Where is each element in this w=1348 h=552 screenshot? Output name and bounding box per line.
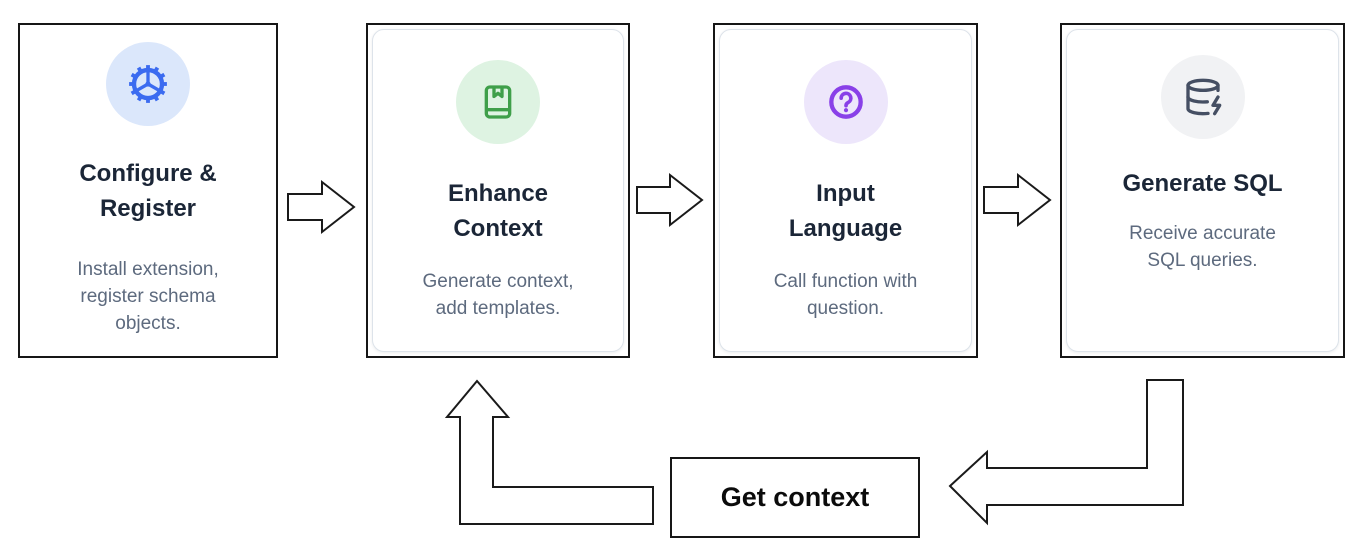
flow-arrow-right-2	[636, 172, 704, 228]
database-icon-circle	[1160, 55, 1245, 139]
step-card-generate-sql: Generate SQL Receive accurate SQL querie…	[1060, 23, 1345, 358]
step-title: Input Language	[788, 180, 903, 242]
step-description: Install extension, register schema objec…	[77, 259, 219, 334]
flow-arrow-right-3	[983, 172, 1052, 228]
book-bookmark-icon	[484, 85, 512, 119]
step-card-configure-register: Configure & Register Install extension, …	[18, 23, 278, 358]
step-card-input-language: Input Language Call function with questi…	[713, 23, 978, 358]
step-title: Configure & Register	[79, 160, 217, 222]
loop-arrow-up	[444, 379, 654, 525]
loop-label-box: Get context	[670, 457, 920, 538]
step-title: Enhance Context	[447, 180, 549, 242]
database-zap-icon	[1185, 78, 1221, 116]
step-title: Generate SQL	[1122, 170, 1283, 197]
loop-arrow-left	[948, 379, 1184, 526]
book-icon-circle	[456, 60, 540, 144]
step-card-enhance-context: Enhance Context Generate context, add te…	[366, 23, 630, 358]
step-description: Call function with question.	[773, 271, 918, 319]
step-description: Receive accurate SQL queries.	[1129, 223, 1276, 271]
flow-arrow-right-1	[287, 179, 356, 235]
step-description: Generate context, add templates.	[422, 271, 574, 319]
gear-icon-circle	[106, 42, 190, 126]
gear-icon	[129, 65, 167, 103]
question-icon-circle	[803, 60, 888, 144]
question-circle-icon	[828, 85, 863, 119]
loop-label: Get context	[720, 482, 870, 512]
